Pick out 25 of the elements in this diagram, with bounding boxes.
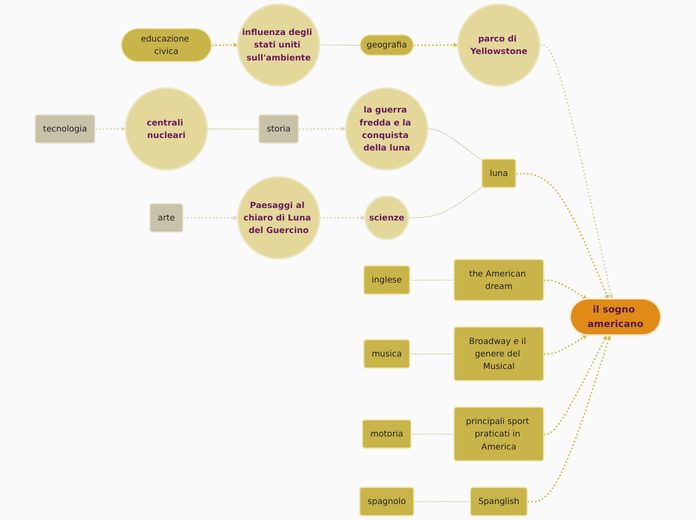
connector (427, 128, 483, 162)
connector (319, 44, 361, 46)
connector (410, 434, 455, 435)
connector (410, 354, 455, 355)
connector (414, 501, 472, 502)
arrow (212, 42, 238, 48)
connector (206, 128, 260, 130)
arrow (544, 335, 607, 436)
node-circle: influenza degli stati uniti sull'ambiente (236, 3, 320, 87)
arrow (414, 42, 458, 48)
arrow (516, 172, 609, 300)
node-circle: parco di Yellowstone (457, 3, 540, 87)
arrow (544, 279, 588, 300)
node-circle: centrali nucleari (124, 87, 208, 171)
arrow (544, 335, 588, 355)
arrow (528, 335, 611, 503)
arrow (298, 126, 346, 132)
node-circle: la guerra fredda e la conquista della luna (345, 87, 428, 171)
arrow (95, 126, 126, 132)
arrow (320, 215, 366, 220)
connector (410, 280, 455, 281)
arrow (183, 215, 238, 220)
connector (408, 186, 483, 218)
node-circle: Paesaggi al chiaro di Luna del Guercino (236, 176, 320, 260)
node-circle: scienze (364, 195, 410, 240)
